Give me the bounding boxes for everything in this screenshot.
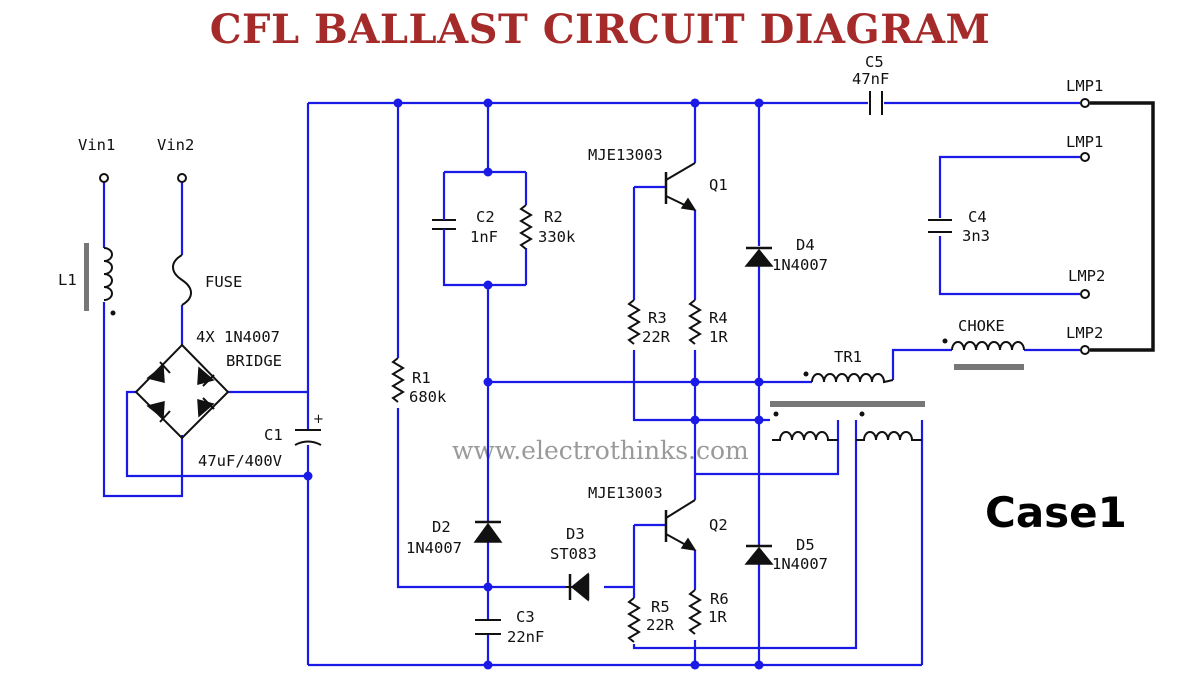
transistor-q2: MJE13003 Q2	[588, 484, 728, 551]
q2-name: Q2	[709, 516, 728, 534]
terminal-lmp1: LMP1	[1066, 133, 1103, 162]
c1-name: C1	[264, 426, 283, 444]
d5-value: 1N4007	[772, 555, 828, 573]
terminal-vin2: Vin2	[157, 136, 194, 183]
vin2-label: Vin2	[157, 136, 194, 154]
bridge-rectifier: 4X 1N4007 BRIDGE	[134, 328, 282, 440]
d3-name: D3	[566, 525, 585, 543]
fuse: FUSE	[172, 254, 242, 306]
bridge-qty-label: 4X 1N4007	[196, 328, 280, 346]
diode-d2: D2 1N4007	[406, 518, 503, 557]
d2-value: 1N4007	[406, 539, 462, 557]
d3-value: ST083	[550, 545, 597, 563]
capacitor-c2: C2 1nF	[432, 208, 498, 246]
r6-name: R6	[710, 590, 729, 608]
capacitor-c5: C5 47nF	[852, 53, 889, 115]
diode-d5: D5 1N4007	[744, 536, 828, 573]
diode-d4: D4 1N4007	[744, 236, 828, 274]
transformer-tr1: TR1	[770, 348, 925, 441]
c2-name: C2	[476, 208, 495, 226]
junction-dots	[303, 98, 764, 670]
wires	[102, 101, 1080, 667]
resistor-r1: R1 680k	[391, 357, 447, 406]
tr1-label: TR1	[834, 348, 862, 366]
d4-value: 1N4007	[772, 256, 828, 274]
d5-name: D5	[796, 536, 815, 554]
r5-name: R5	[651, 598, 670, 616]
resistor-r6: R6 1R	[688, 589, 729, 635]
capacitor-c3: C3 22nF	[475, 608, 544, 646]
r3-name: R3	[648, 309, 667, 327]
resistor-r2: R2 330k	[519, 204, 576, 250]
q2-part: MJE13003	[588, 484, 663, 502]
watermark: www.electrothinks.com	[452, 436, 749, 465]
r5-value: 22R	[646, 616, 675, 634]
r1-name: R1	[412, 369, 431, 387]
transistor-q1: MJE13003 Q1	[588, 146, 728, 211]
r4-value: 1R	[709, 328, 728, 346]
lmp1-label: LMP1	[1066, 133, 1103, 151]
vin1-label: Vin1	[78, 136, 115, 154]
choke-inductor: CHOKE	[942, 317, 1025, 370]
resistor-r4: R4 1R	[688, 299, 728, 346]
r6-value: 1R	[708, 608, 727, 626]
terminal-lmp2: LMP2	[1068, 267, 1105, 299]
choke-label: CHOKE	[958, 317, 1005, 335]
svg-text:+: +	[313, 412, 324, 427]
c5-name: C5	[865, 53, 884, 71]
inductor-l1: L1	[58, 243, 116, 316]
c1-value: 47uF/400V	[198, 452, 282, 470]
lmp2-label: LMP2	[1068, 267, 1105, 285]
diode-d3: D3 ST083	[550, 525, 597, 602]
resistor-r3: R3 22R	[627, 299, 671, 346]
c4-value: 3n3	[962, 227, 990, 245]
terminal-vin1: Vin1	[78, 136, 115, 183]
capacitor-c1: + C1 47uF/400V	[198, 412, 324, 470]
r2-value: 330k	[538, 228, 576, 246]
lmp1-top-label: LMP1	[1066, 77, 1103, 95]
resistor-r5: R5 22R	[627, 597, 675, 643]
c2-value: 1nF	[470, 228, 498, 246]
terminal-lmp1-top: LMP1	[1066, 77, 1103, 108]
q1-name: Q1	[709, 176, 728, 194]
c3-value: 22nF	[507, 628, 544, 646]
r3-value: 22R	[642, 328, 671, 346]
r1-value: 680k	[409, 388, 447, 406]
q1-part: MJE13003	[588, 146, 663, 164]
d2-name: D2	[432, 518, 451, 536]
fuse-label: FUSE	[205, 273, 242, 291]
l1-label: L1	[58, 271, 77, 289]
lamp-link-wire	[1090, 101, 1155, 352]
bridge-label: BRIDGE	[226, 352, 282, 370]
terminal-lmp2-bottom: LMP2	[1066, 324, 1103, 355]
d4-name: D4	[796, 236, 815, 254]
r4-name: R4	[709, 309, 728, 327]
r2-name: R2	[544, 208, 563, 226]
case-label: Case1	[985, 488, 1127, 537]
capacitor-c4: C4 3n3	[928, 208, 990, 245]
diagram-title: CFL BALLAST CIRCUIT DIAGRAM	[209, 6, 991, 53]
lmp2-bottom-label: LMP2	[1066, 324, 1103, 342]
c3-name: C3	[516, 608, 535, 626]
c4-name: C4	[968, 208, 987, 226]
c5-value: 47nF	[852, 70, 889, 88]
